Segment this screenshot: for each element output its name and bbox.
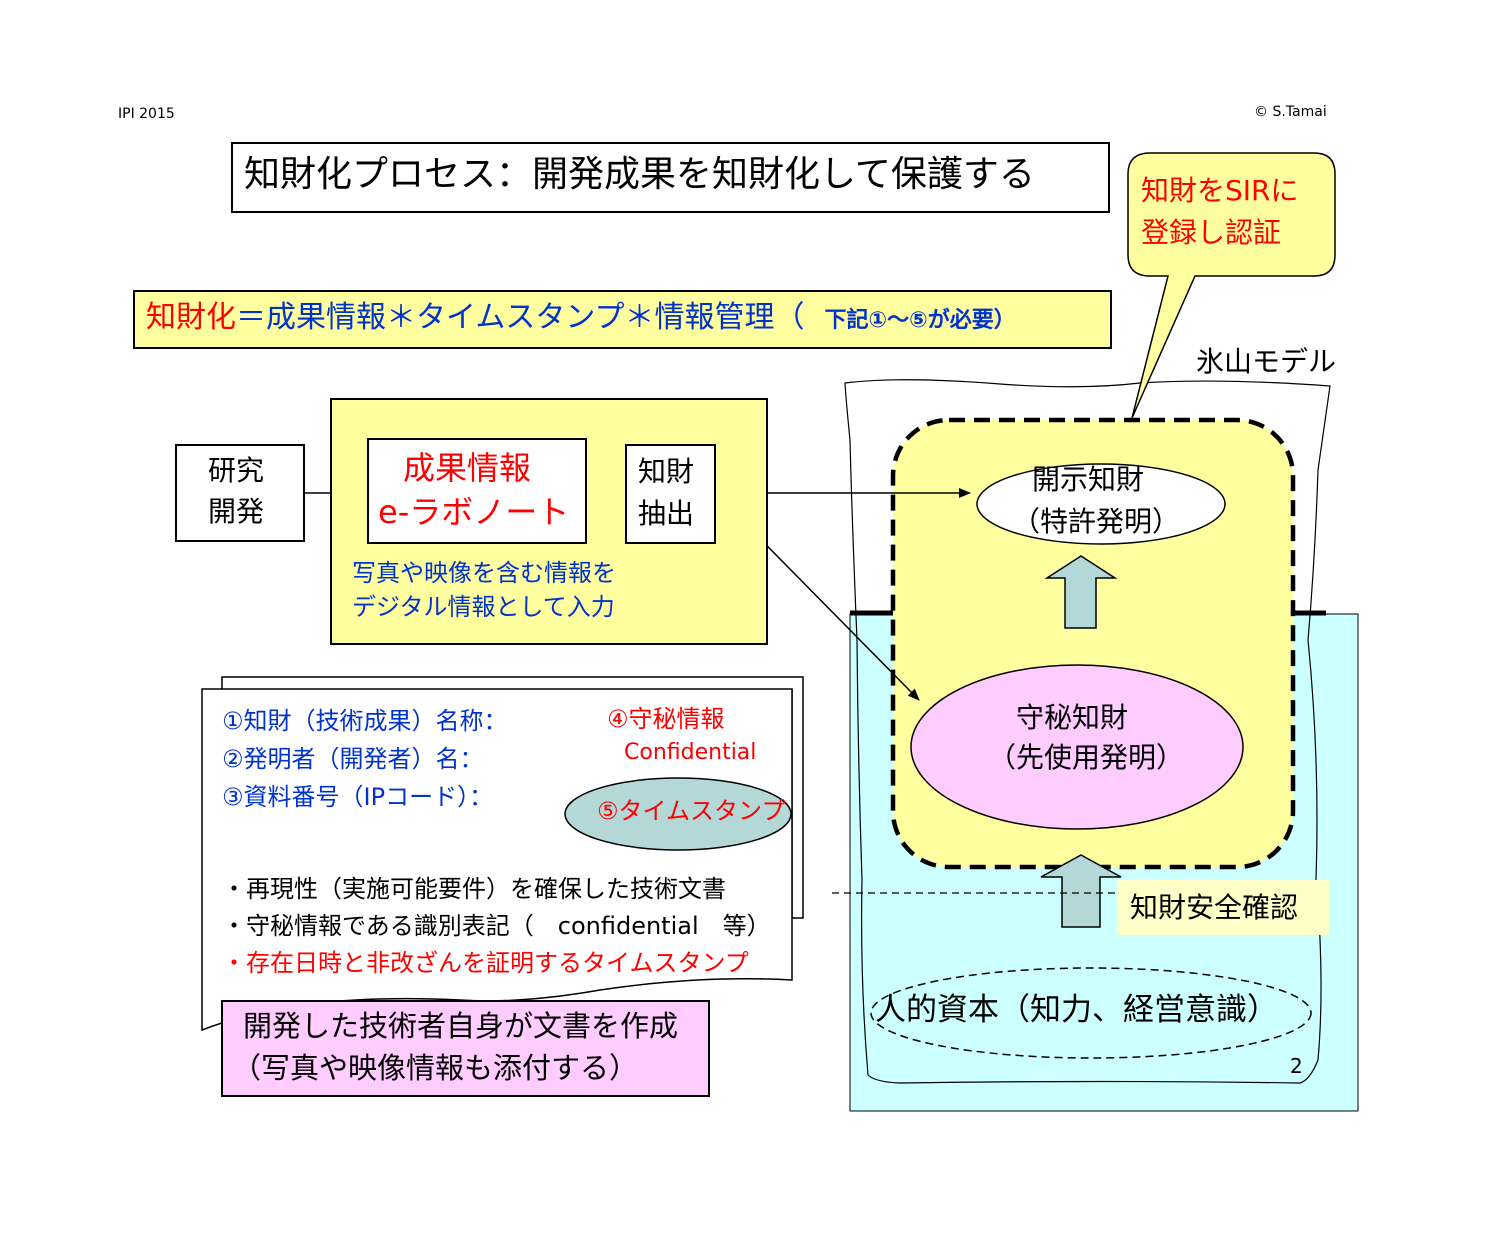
- callout-bubble: [1127, 152, 1336, 419]
- formula-term-note: 下記①～⑤が必要）: [824, 308, 1016, 333]
- upward-arrow-bottom: [1040, 854, 1122, 928]
- formula-box: [133, 290, 1112, 349]
- doc-bullet-marking: ・守秘情報である識別表記（ confidential 等）: [222, 912, 771, 940]
- extract-line1: 知財: [638, 455, 695, 488]
- doc-item-name: ①知財（技術成果）名称：: [222, 707, 508, 735]
- secret-ip-line1: 守秘知財: [1016, 701, 1129, 734]
- doc-bullet-timestamp: ・存在日時と非改ざんを証明するタイムスタンプ: [222, 949, 749, 977]
- doc-item-inventor: ②発明者（開発者）名：: [222, 745, 484, 773]
- research-line1: 研究: [208, 454, 265, 487]
- results-box: [367, 438, 587, 544]
- doc-bullet-reproducibility: ・再現性（実施可能要件）を確保した技術文書: [222, 875, 726, 903]
- secret-ip-line2: （先使用発明）: [988, 741, 1185, 774]
- iceberg-model-label: 氷山モデル: [1196, 345, 1337, 378]
- page-number: 2: [1290, 1054, 1303, 1078]
- formula-text: 知財化＝成果情報＊タイムスタンプ＊情報管理（ 下記①～⑤が必要）: [146, 300, 1016, 336]
- disclosed-ip-ellipse: [976, 463, 1226, 545]
- secret-ip-ellipse: [910, 664, 1244, 830]
- input-note-line1: 写真や映像を含む情報を: [352, 559, 616, 587]
- doc-item-number: ③資料番号（IPコード）：: [222, 783, 494, 811]
- upward-arrow-top: [1044, 555, 1118, 629]
- results-line1: 成果情報: [403, 449, 532, 487]
- title-box: [231, 142, 1110, 213]
- results-line2: e-ラボノート: [378, 493, 570, 531]
- safety-check-label: 知財安全確認: [1130, 891, 1299, 924]
- callout-line1: 知財をSIRに: [1141, 174, 1299, 207]
- research-line2: 開発: [208, 495, 265, 528]
- extract-box: [625, 444, 716, 544]
- research-box: [175, 444, 305, 542]
- author-note-line2: （写真や映像情報も添付する）: [232, 1051, 639, 1085]
- disclosed-ip-line1: 開示知財: [1032, 463, 1145, 496]
- author-note-box: [221, 1000, 710, 1097]
- safety-check-box: [1117, 880, 1329, 935]
- callout-line2: 登録し認証: [1141, 216, 1282, 249]
- doc-item-timestamp: ⑤タイムスタンプ: [597, 797, 786, 825]
- human-capital-label: 人的資本（知力、経営意識）: [875, 992, 1278, 1028]
- disclosed-ip-line2: （特許発明）: [1012, 505, 1181, 538]
- page-title: 知財化プロセス：開発成果を知財化して保護する: [244, 154, 1035, 195]
- input-note-line2: デジタル情報として入力: [352, 593, 615, 621]
- formula-term-main: ＝成果情報＊タイムスタンプ＊情報管理（: [236, 300, 805, 335]
- human-capital-ellipse: [870, 967, 1312, 1059]
- iceberg-outline: [844, 379, 1331, 1084]
- formula-term-ip: 知財化: [146, 300, 236, 335]
- doc-item-confidential-en: Confidential: [624, 740, 757, 765]
- author-note-line1: 開発した技術者自身が文書を作成: [243, 1009, 679, 1043]
- extract-line2: 抽出: [638, 497, 695, 530]
- copyright: © S.Tamai: [1254, 104, 1327, 120]
- doc-item-confidential: ④守秘情報: [607, 705, 725, 733]
- header-left: IPI 2015: [118, 106, 175, 122]
- timestamp-ellipse: [564, 777, 792, 851]
